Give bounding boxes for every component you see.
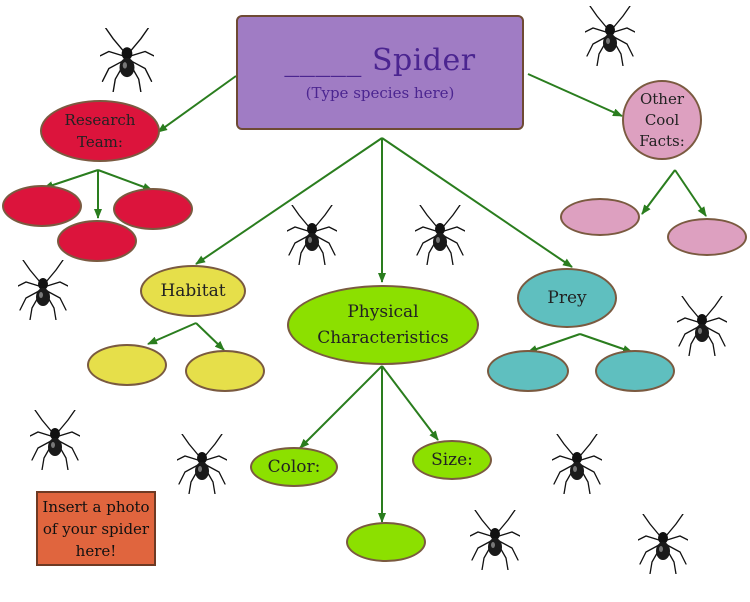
arrow-title-to-research: [157, 75, 237, 133]
spider-icon: [177, 434, 227, 494]
physical-line1: Physical: [347, 302, 419, 322]
research-label-line1: Research: [64, 111, 136, 129]
spider-icon: [552, 434, 602, 494]
facts-line1: Other: [639, 89, 685, 108]
photo-line2: of your spider: [42, 519, 150, 538]
prey-label: Prey: [547, 288, 587, 308]
photo-placeholder-box[interactable]: Insert a photo of your spider here!: [36, 491, 156, 566]
arrow-physical-to-color: [299, 365, 383, 449]
physical-line2: Characteristics: [317, 328, 449, 348]
habitat-node[interactable]: Habitat: [140, 265, 246, 317]
cool-fact-2[interactable]: [667, 218, 747, 256]
spider-icon: [470, 510, 520, 570]
research-team-node[interactable]: Research Team:: [40, 100, 160, 162]
arrow-prey-to-teal2: [579, 333, 633, 353]
arrow-research-to-red3: [97, 169, 153, 191]
title-box[interactable]: _____ Spider (Type species here): [236, 15, 524, 130]
habitat-detail-2[interactable]: [185, 350, 265, 392]
spider-icon: [30, 410, 80, 470]
spider-icon: [638, 514, 688, 574]
research-member-3[interactable]: [113, 188, 193, 230]
arrow-habitat-to-yellow2: [195, 322, 225, 351]
arrow-facts-to-pink1: [641, 169, 676, 215]
species-placeholder: (Type species here): [305, 84, 455, 102]
research-member-2[interactable]: [57, 220, 137, 262]
arrow-habitat-to-yellow1: [147, 322, 197, 345]
spider-icon: [677, 296, 727, 356]
prey-detail-1[interactable]: [487, 350, 569, 392]
facts-line3: Facts:: [639, 131, 685, 150]
spider-icon: [100, 28, 154, 92]
spider-icon: [18, 260, 68, 320]
arrow-title-to-facts: [527, 73, 623, 117]
arrow-physical-to-size: [381, 365, 439, 441]
physical-detail-bottom[interactable]: [346, 522, 426, 562]
cool-fact-1[interactable]: [560, 198, 640, 236]
habitat-label: Habitat: [160, 281, 226, 301]
arrow-title-to-habitat: [195, 137, 383, 265]
photo-line3: here!: [75, 541, 117, 560]
arrow-prey-to-teal1: [527, 333, 581, 353]
prey-detail-2[interactable]: [595, 350, 675, 392]
arrow-title-to-prey: [381, 137, 573, 268]
color-node[interactable]: Color:: [250, 447, 338, 487]
photo-line1: Insert a photo: [42, 497, 150, 516]
physical-characteristics-node[interactable]: Physical Characteristics: [287, 285, 479, 365]
cool-facts-node[interactable]: Other Cool Facts:: [622, 80, 702, 160]
arrow-facts-to-pink2: [674, 169, 707, 217]
spider-icon: [415, 205, 465, 265]
species-title: _____ Spider: [284, 43, 476, 78]
spider-icon: [585, 6, 635, 66]
facts-line2: Cool: [644, 110, 680, 129]
size-label: Size:: [431, 450, 473, 470]
habitat-detail-1[interactable]: [87, 344, 167, 386]
research-member-1[interactable]: [2, 185, 82, 227]
spider-icon: [287, 205, 337, 265]
color-label: Color:: [267, 457, 321, 477]
prey-node[interactable]: Prey: [517, 268, 617, 328]
research-label-line2: Team:: [77, 133, 123, 151]
size-node[interactable]: Size:: [412, 440, 492, 480]
